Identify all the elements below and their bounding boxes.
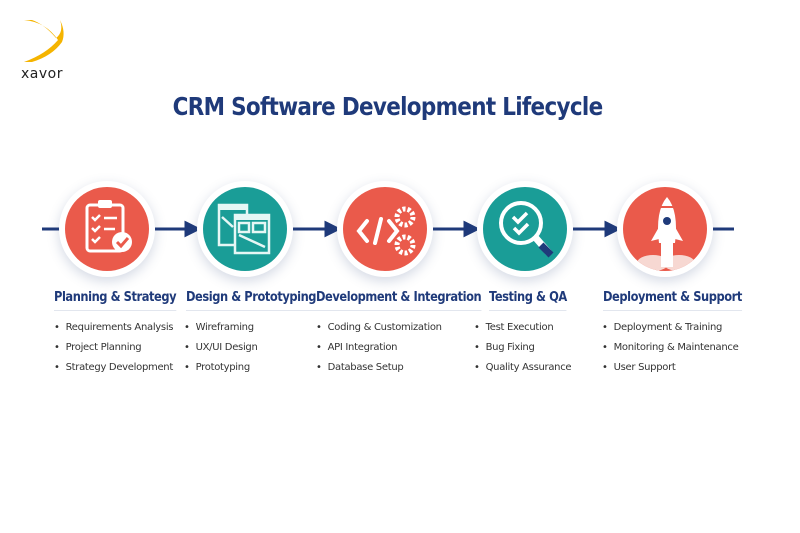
step-items: Deployment & Training Monitoring & Maint… [602,320,739,380]
list-item: Strategy Development [54,360,174,380]
list-item: Coding & Customization [316,320,442,340]
list-item: Deployment & Training [602,320,738,340]
list-item: Test Execution [474,320,571,340]
step-heading: Design & Prototyping [186,290,316,311]
list-item: Bug Fixing [474,340,571,360]
arrow-icon [604,220,622,238]
list-item: API Integration [316,340,442,360]
arrow-icon [324,220,342,238]
step-items: Wireframing UX/UI Design Prototyping [184,320,258,380]
magnifier-check-icon [483,187,567,271]
arrow-icon [184,220,202,238]
list-item: Wireframing [184,320,258,340]
step-items: Test Execution Bug Fixing Quality Assura… [474,320,572,380]
list-item: Project Planning [54,340,173,360]
code-gears-icon [343,187,427,271]
step-items: Requirements Analysis Project Planning S… [54,320,174,380]
step-heading: Planning & Strategy [54,290,177,311]
list-item: Monitoring & Maintenance [602,340,739,360]
arrow-icon [463,220,481,238]
list-item: Requirements Analysis [54,320,174,340]
list-item: UX/UI Design [184,340,258,360]
step-heading: Development & Integration [316,290,482,311]
clipboard-checklist-icon [65,187,149,271]
step-heading: Deployment & Support [603,290,742,311]
xavor-logo [24,20,64,62]
list-item: Database Setup [316,360,442,380]
list-item: Quality Assurance [474,360,572,380]
list-item: User Support [602,360,738,380]
step-heading: Testing & QA [489,290,567,311]
page-title: CRM Software Development Lifecycle [172,92,604,121]
list-item: Prototyping [184,360,258,380]
step-items: Coding & Customization API Integration D… [316,320,442,380]
logo-text: xavor [21,66,63,82]
wireframe-windows-icon [203,187,287,271]
rocket-icon [623,187,707,271]
